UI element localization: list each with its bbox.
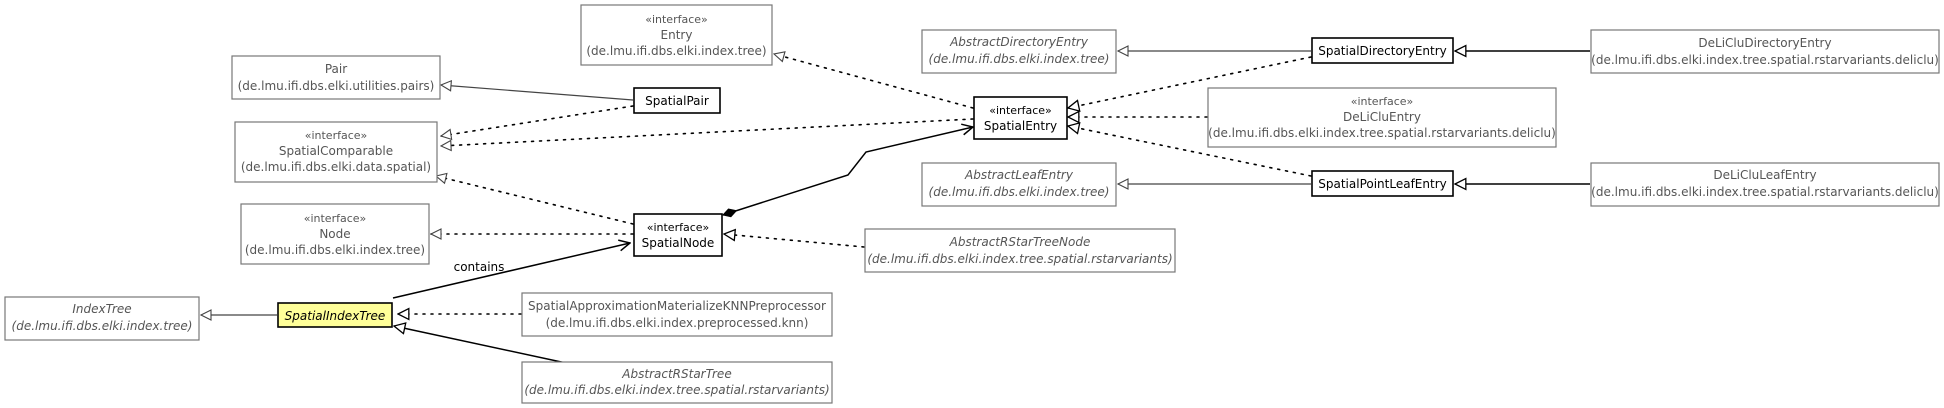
edge-spatialindextree-spatialnode: [392, 243, 630, 299]
class-box: [521, 292, 833, 337]
node-preprocessor[interactable]: SpatialApproximationMaterializeKNNPrepro…: [521, 292, 833, 337]
class-box: [240, 203, 430, 265]
node-index-tree[interactable]: IndexTree (de.lmu.ifi.dbs.elki.index.tre…: [4, 296, 200, 341]
node-spatial-entry[interactable]: «interface» SpatialEntry: [973, 96, 1068, 140]
class-box: [921, 162, 1117, 207]
class-package-text: (de.lmu.ifi.dbs.elki.index.tree.spatial.…: [1591, 185, 1939, 199]
class-box: [4, 296, 200, 341]
edges: contains: [201, 51, 1590, 364]
edge-spatialdirectoryentry-spatialentry: [1068, 56, 1312, 108]
class-box: [973, 96, 1068, 140]
class-box: [521, 361, 833, 404]
node-spatial-index-tree[interactable]: SpatialIndexTree: [277, 302, 393, 328]
class-box: [1590, 29, 1940, 74]
class-name-text: Pair: [325, 62, 347, 76]
class-package-text: (de.lmu.ifi.dbs.elki.index.preprocessed.…: [546, 316, 809, 330]
class-name-text: SpatialNode: [642, 236, 715, 250]
node-entry[interactable]: «interface» Entry (de.lmu.ifi.dbs.elki.i…: [580, 4, 773, 66]
node-spatial-node[interactable]: «interface» SpatialNode: [633, 213, 723, 257]
class-name-text: Entry: [661, 28, 693, 42]
class-box: [921, 29, 1117, 74]
class-stereotype-text: «interface»: [305, 129, 368, 142]
class-package-text: (de.lmu.ifi.dbs.elki.index.tree.spatial.…: [524, 383, 829, 397]
edge-spatialnode-spatialentry: [723, 127, 973, 215]
class-box: [864, 228, 1176, 273]
class-stereotype-text: «interface»: [304, 212, 367, 225]
class-name-text: SpatialComparable: [279, 144, 393, 158]
edge-spatialpair-spatialcomparable: [441, 105, 634, 136]
node-deliclu-entry[interactable]: «interface» DeLiCluEntry (de.lmu.ifi.dbs…: [1207, 87, 1557, 148]
node-abstract-rstar-tree[interactable]: AbstractRStarTree (de.lmu.ifi.dbs.elki.i…: [521, 361, 833, 404]
class-stereotype-text: «interface»: [645, 13, 708, 26]
edge-spatialpointleafentry-spatialentry: [1068, 126, 1312, 177]
edge-spatialentry-entry: [774, 54, 974, 109]
edge-spatialnode-spatialcomparable: [436, 176, 634, 225]
class-box: [1207, 87, 1557, 148]
class-box: [580, 4, 773, 66]
node-deliclu-directory-entry[interactable]: DeLiCluDirectoryEntry (de.lmu.ifi.dbs.el…: [1590, 29, 1940, 74]
node-spatial-comparable[interactable]: «interface» SpatialComparable (de.lmu.if…: [234, 121, 438, 183]
class-stereotype-text: «interface»: [647, 221, 710, 234]
node-abstract-leaf-entry[interactable]: AbstractLeafEntry (de.lmu.ifi.dbs.elki.i…: [921, 162, 1117, 207]
edge-abstractrstartree-spatialindextree: [394, 326, 567, 364]
class-stereotype-text: «interface»: [1351, 95, 1414, 108]
class-stereotype-text: «interface»: [989, 104, 1052, 117]
class-name-text: SpatialPointLeafEntry: [1318, 177, 1446, 191]
class-name-text: DeLiCluEntry: [1343, 110, 1421, 124]
node-node[interactable]: «interface» Node (de.lmu.ifi.dbs.elki.in…: [240, 203, 430, 265]
class-box: [1590, 162, 1940, 207]
class-package-text: (de.lmu.ifi.dbs.elki.index.tree.spatial.…: [1591, 53, 1939, 67]
class-name-text: IndexTree: [72, 302, 131, 316]
class-name-text: AbstractDirectoryEntry: [949, 35, 1089, 49]
node-pair[interactable]: Pair (de.lmu.ifi.dbs.elki.utilities.pair…: [231, 55, 441, 100]
class-name-text: SpatialApproximationMaterializeKNNPrepro…: [528, 299, 826, 313]
class-package-text: (de.lmu.ifi.dbs.elki.utilities.pairs): [238, 79, 435, 93]
class-name-text: SpatialIndexTree: [285, 309, 386, 323]
class-box: [1311, 37, 1454, 64]
class-box: [1311, 170, 1454, 197]
node-abstract-directory-entry[interactable]: AbstractDirectoryEntry (de.lmu.ifi.dbs.e…: [921, 29, 1117, 74]
class-box: [633, 87, 721, 114]
class-box: [234, 121, 438, 183]
class-box: [231, 55, 441, 100]
class-package-text: (de.lmu.ifi.dbs.elki.index.tree): [586, 44, 766, 58]
class-name-text: DeLiCluDirectoryEntry: [1698, 36, 1831, 50]
class-name-text: SpatialEntry: [984, 119, 1057, 133]
class-package-text: (de.lmu.ifi.dbs.elki.index.tree.spatial.…: [1208, 126, 1556, 140]
edge-label-contains: contains: [454, 260, 505, 274]
node-abstract-rstar-tree-node[interactable]: AbstractRStarTreeNode (de.lmu.ifi.dbs.el…: [864, 228, 1176, 273]
class-name-text: AbstractLeafEntry: [964, 168, 1074, 182]
class-name-text: AbstractRStarTreeNode: [949, 235, 1091, 249]
class-package-text: (de.lmu.ifi.dbs.elki.data.spatial): [241, 160, 431, 174]
class-package-text: (de.lmu.ifi.dbs.elki.index.tree): [12, 319, 193, 333]
edge-spatialpair-pair: [441, 85, 634, 101]
node-spatial-directory-entry[interactable]: SpatialDirectoryEntry: [1311, 37, 1454, 64]
class-name-text: AbstractRStarTree: [621, 367, 731, 381]
edge-abstractrstartreenode-spatialnode: [724, 234, 865, 248]
class-box: [277, 302, 393, 328]
node-deliclu-leaf-entry[interactable]: DeLiCluLeafEntry (de.lmu.ifi.dbs.elki.in…: [1590, 162, 1940, 207]
node-spatial-point-leaf-entry[interactable]: SpatialPointLeafEntry: [1311, 170, 1454, 197]
class-package-text: (de.lmu.ifi.dbs.elki.index.tree): [929, 185, 1110, 199]
class-name-text: SpatialPair: [645, 94, 709, 108]
node-spatial-pair[interactable]: SpatialPair: [633, 87, 721, 114]
class-name-text: SpatialDirectoryEntry: [1318, 44, 1447, 58]
class-name-text: Node: [319, 227, 350, 241]
class-name-text: DeLiCluLeafEntry: [1713, 168, 1816, 182]
class-package-text: (de.lmu.ifi.dbs.elki.index.tree): [245, 243, 425, 257]
class-box: [633, 213, 723, 257]
class-package-text: (de.lmu.ifi.dbs.elki.index.tree): [929, 52, 1110, 66]
class-package-text: (de.lmu.ifi.dbs.elki.index.tree.spatial.…: [867, 252, 1172, 266]
